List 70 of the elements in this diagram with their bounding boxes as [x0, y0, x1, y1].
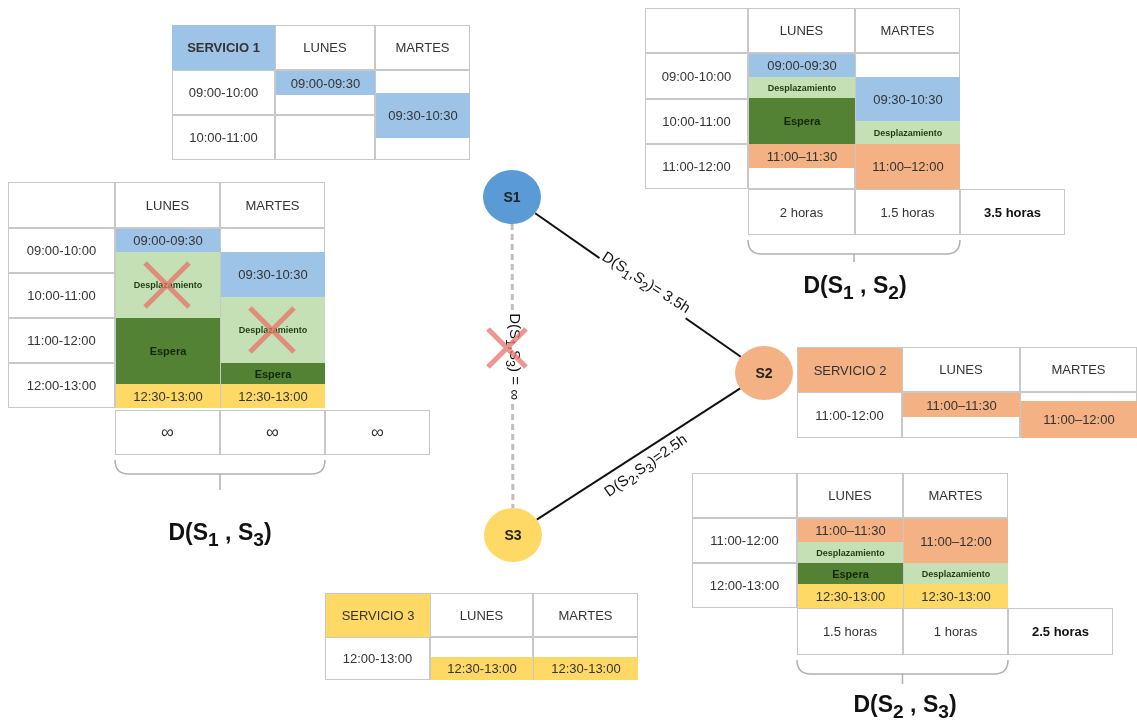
appointment-block: 09:30-10:30	[221, 252, 325, 297]
day-header: MARTES	[1050, 361, 1107, 379]
appointment-block: 12:30-13:00	[798, 584, 903, 608]
day-header: MARTES	[557, 606, 614, 625]
appointment-block: 11:00–12:00	[856, 144, 960, 189]
total-duration: 2.5 horas	[1030, 623, 1091, 641]
wait-block: Espera	[221, 363, 325, 384]
wait-block: Espera	[749, 98, 855, 144]
appointment-block: 09:00-09:30	[116, 229, 220, 252]
appointment-block: 11:00–12:00	[904, 519, 1008, 563]
day-header: LUNES	[938, 361, 984, 379]
node-circle: S2	[735, 346, 793, 400]
time-range-label: 11:00-12:00	[661, 158, 732, 176]
day-header: LUNES	[144, 196, 191, 215]
appointment-block: 11:00–12:00	[1021, 401, 1137, 438]
time-range-label: 09:00-10:00	[660, 67, 733, 86]
appointment-block: 09:00-09:30	[276, 71, 375, 95]
time-range-label: 10:00-11:00	[661, 113, 732, 131]
connector-line	[535, 387, 742, 521]
appointment-block: 12:30-13:00	[116, 384, 220, 408]
day-header: LUNES	[778, 22, 825, 40]
duration-value: 1.5 horas	[879, 203, 936, 222]
appointment-block: 09:30-10:30	[376, 93, 470, 138]
time-range-label: 10:00-11:00	[188, 129, 259, 147]
wait-block: Espera	[116, 318, 220, 384]
time-range-label: 09:00-10:00	[187, 84, 260, 102]
time-range-label: 11:00-12:00	[26, 332, 97, 350]
day-header: MARTES	[244, 196, 301, 215]
appointment-block: 12:30-13:00	[221, 384, 325, 408]
day-header: LUNES	[458, 606, 505, 625]
distance-heading: D(S$_{1}$ , S$_{3}$)	[167, 518, 273, 552]
distance-heading: D(S$_{1}$ , S$_{2}$)	[802, 271, 908, 305]
appointment-block: 09:00-09:30	[749, 54, 855, 77]
distance-heading: D(S$_{2}$ , S$_{3}$)	[852, 690, 958, 724]
appointment-block: 09:30-10:30	[856, 77, 960, 121]
time-range-label: 09:00-10:00	[25, 242, 98, 260]
day-header: LUNES	[827, 487, 873, 505]
appointment-block: 12:30-13:00	[534, 657, 638, 680]
travel-block: Desplazamiento	[856, 121, 960, 144]
appointment-block: 11:00–11:30	[749, 144, 855, 168]
service-header: SERVICIO 2	[798, 348, 902, 392]
service-header: SERVICIO 1	[172, 25, 275, 70]
day-header: MARTES	[394, 39, 451, 57]
node-circle: S1	[483, 170, 541, 224]
appointment-block: 11:00–11:30	[903, 393, 1020, 417]
wait-block: Espera	[798, 563, 903, 584]
appointment-block: 12:30-13:00	[904, 584, 1008, 608]
day-header: MARTES	[879, 22, 936, 40]
travel-block: Desplazamiento	[904, 563, 1008, 584]
time-range-label: 11:00-12:00	[814, 406, 885, 425]
infinity-value: ∞	[370, 421, 385, 444]
service-header: SERVICIO 3	[326, 594, 430, 637]
infinity-value: ∞	[160, 421, 175, 444]
appointment-block: 11:00–11:30	[798, 519, 903, 542]
time-range-label: 12:00-13:00	[708, 577, 781, 595]
appointment-block: 12:30-13:00	[431, 657, 533, 680]
travel-block: Desplazamiento	[798, 542, 903, 563]
day-header: LUNES	[302, 39, 348, 57]
travel-block: Desplazamiento	[749, 77, 855, 98]
total-duration: 3.5 horas	[982, 203, 1043, 222]
day-header: MARTES	[927, 487, 984, 505]
duration-value: 1 horas	[932, 623, 979, 641]
time-range-label: 12:00-13:00	[25, 377, 98, 395]
time-range-label: 12:00-13:00	[341, 650, 414, 668]
time-range-label: 11:00-12:00	[709, 532, 780, 550]
duration-value: 2 horas	[778, 203, 825, 222]
infinity-value: ∞	[265, 421, 280, 444]
duration-value: 1.5 horas	[821, 623, 879, 641]
node-circle: S3	[484, 508, 542, 562]
time-range-label: 10:00-11:00	[26, 287, 97, 305]
